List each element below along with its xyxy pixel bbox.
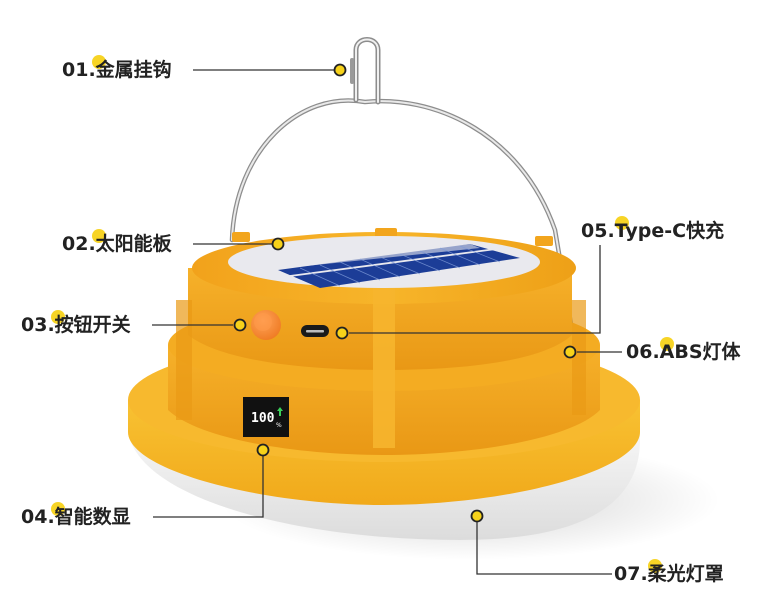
- dot-05: [335, 326, 349, 340]
- leader-lines: [152, 69, 622, 575]
- dot-06: [563, 345, 577, 359]
- callout-dots: [233, 63, 577, 523]
- callout-label-type-c: 05.Type-C快充: [581, 216, 724, 242]
- svg-text:100: 100: [251, 411, 275, 426]
- callout-label-smart-display: 04.智能数显: [21, 502, 131, 528]
- solar-panel: [278, 244, 520, 288]
- dot-03: [233, 318, 247, 332]
- callout-label-metal-hook: 01.金属挂钩: [62, 55, 172, 81]
- smart-display: 100 %: [243, 397, 289, 437]
- callout-label-power-button: 03.按钮开关: [21, 310, 131, 336]
- dot-02: [271, 237, 285, 251]
- dot-04: [256, 443, 270, 457]
- dot-01: [333, 63, 347, 77]
- metal-hook: [229, 37, 575, 333]
- callout-label-abs-body: 06.ABS灯体: [626, 337, 741, 363]
- callout-label-diffuser: 07.柔光灯罩: [614, 559, 724, 585]
- dot-07: [470, 509, 484, 523]
- svg-text:%: %: [276, 422, 282, 429]
- callout-label-solar-panel: 02.太阳能板: [62, 229, 172, 255]
